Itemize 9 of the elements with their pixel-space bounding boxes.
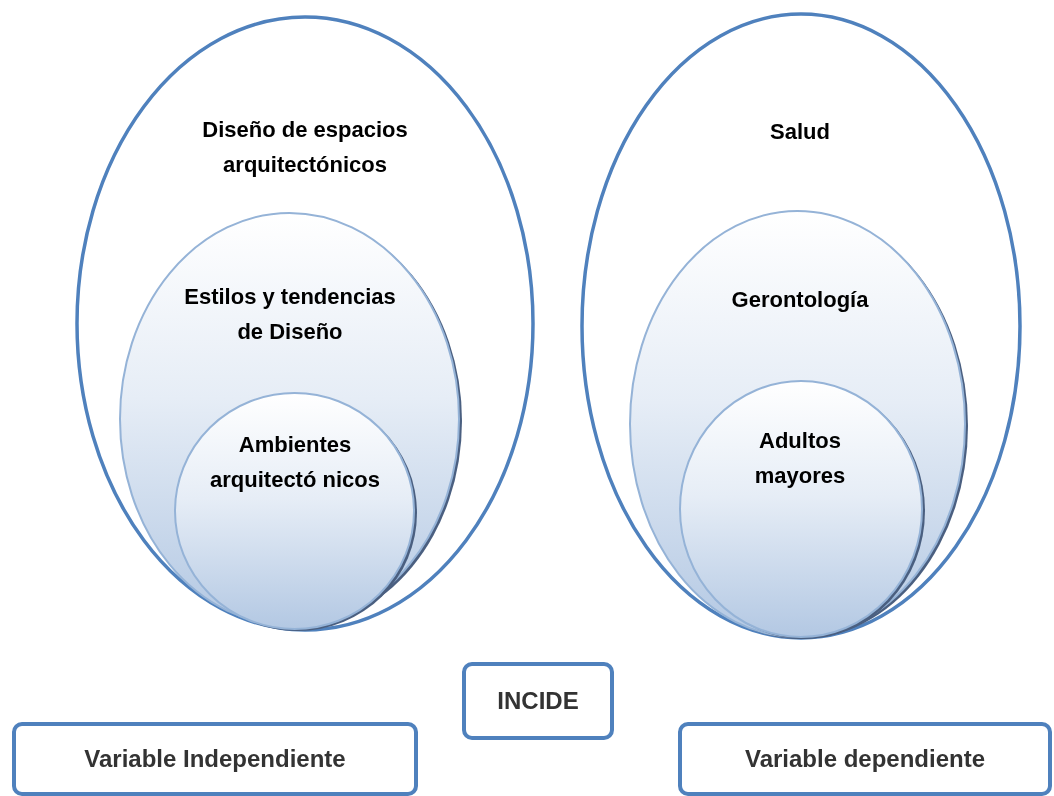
concept-heading: Gerontología bbox=[730, 286, 870, 314]
relation-label: INCIDE bbox=[462, 662, 614, 740]
variable-label: Variable Independiente bbox=[12, 722, 418, 796]
concept-heading: Estilos y tendencias de Diseño bbox=[183, 283, 397, 346]
concept-heading: Diseño de espacios arquitectónicos bbox=[201, 116, 409, 179]
concept-heading: Salud bbox=[769, 118, 831, 146]
variable-label: Variable dependiente bbox=[678, 722, 1052, 796]
concept-heading: Adultos mayores bbox=[753, 427, 847, 490]
concept-heading: Ambientes arquitectó nicos bbox=[210, 431, 380, 494]
